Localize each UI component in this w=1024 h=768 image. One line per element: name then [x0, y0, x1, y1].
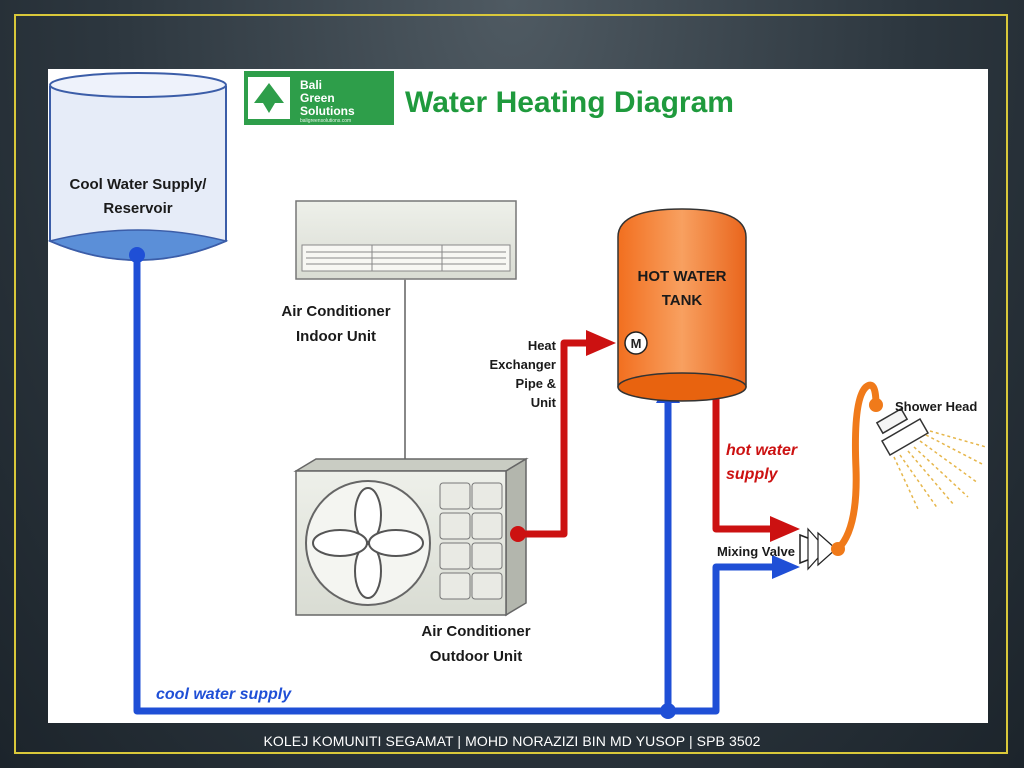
ac-outdoor-label-1: Air Conditioner	[421, 623, 530, 640]
cool-pipe-junction	[660, 703, 676, 719]
slide-frame	[14, 14, 1008, 754]
logo-tagline: baligreensolutions.com	[300, 118, 351, 124]
reservoir-outlet-node	[129, 247, 145, 263]
reservoir-water	[48, 229, 229, 261]
fan-icon	[312, 487, 424, 599]
reservoir-label-2: Reservoir	[103, 200, 172, 217]
ac-outdoor-unit	[293, 457, 529, 617]
outdoor-unit-outlet-node	[510, 526, 526, 542]
water-heating-diagram: Bali Green Solutions baligreensolutions.…	[48, 71, 987, 719]
heat-exchanger-arrow	[586, 330, 616, 356]
logo-line-1: Bali	[300, 78, 322, 92]
valve-outlet-node	[831, 542, 845, 556]
shower-spray	[893, 430, 987, 510]
shower-head-icon	[875, 407, 930, 457]
ac-outdoor-label-2: Outdoor Unit	[430, 648, 522, 665]
cool-water-supply-label: cool water supply	[156, 686, 292, 703]
tank-label-2: TANK	[662, 292, 703, 309]
heat-exchanger-label-2: Exchanger	[490, 357, 556, 372]
hot-water-tank: M HOT WATER TANK	[617, 208, 747, 402]
hot-water-supply-label-2: supply	[726, 466, 779, 483]
shower-pipe	[834, 381, 880, 553]
ac-indoor-label-2: Indoor Unit	[296, 328, 376, 345]
valve-hot-inlet-arrow	[770, 516, 800, 542]
logo-line-2: Green	[300, 91, 335, 105]
diagram-title: Water Heating Diagram	[405, 86, 734, 119]
outdoor-vents	[439, 482, 503, 600]
cool-water-pipe	[133, 255, 773, 715]
hot-water-supply-label-1: hot water	[726, 442, 798, 459]
shower-head-node	[869, 398, 883, 412]
shower-head-label: Shower Head	[895, 399, 977, 414]
heat-exchanger-label-3: Pipe &	[516, 376, 556, 391]
tank-heat-exchanger-coil	[624, 331, 648, 355]
diagram-slide: Bali Green Solutions baligreensolutions.…	[48, 69, 988, 723]
logo-line-3: Solutions	[300, 104, 355, 118]
tank-label-1: HOT WATER	[638, 268, 727, 285]
cool-water-reservoir: Cool Water Supply/ Reservoir	[48, 72, 229, 261]
reservoir-label-1: Cool Water Supply/	[70, 176, 208, 193]
valve-cool-inlet-arrow	[772, 555, 800, 579]
heat-exchanger-label-1: Heat	[528, 338, 557, 353]
slide-footer: KOLEJ KOMUNITI SEGAMAT | MOHD NORAZIZI B…	[263, 733, 761, 749]
hot-water-pipe	[518, 339, 773, 538]
heat-exchanger-label-4: Unit	[531, 395, 557, 410]
recycle-icon	[254, 83, 284, 113]
ac-indoor-label-1: Air Conditioner	[281, 303, 390, 320]
mixing-valve	[799, 527, 839, 571]
mixing-valve-label: Mixing Valve	[717, 544, 795, 559]
tank-coil-marker: M	[631, 336, 642, 351]
ac-indoor-unit	[295, 200, 517, 280]
logo: Bali Green Solutions baligreensolutions.…	[244, 71, 394, 125]
